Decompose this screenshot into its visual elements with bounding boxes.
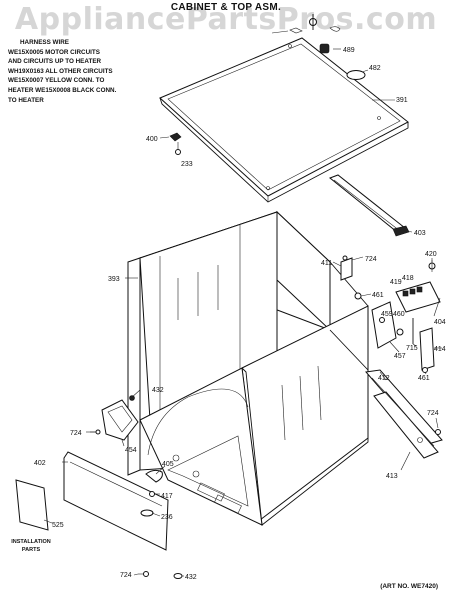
callout: 412 [378, 375, 390, 382]
callout: 724 [70, 430, 82, 437]
art-number: (ART NO. WE7420) [380, 583, 438, 590]
callout: 404 [434, 319, 446, 326]
leader-lines [43, 30, 442, 577]
callout: 461 [418, 375, 430, 382]
callout: 461 [372, 292, 384, 299]
callout: 460 [393, 311, 405, 318]
harness-note-line: TO HEATER [8, 96, 44, 104]
callout: 414 [434, 346, 446, 353]
callout: 489 [343, 47, 355, 54]
cabinet-body [127, 210, 369, 526]
harness-note-line: WE15X0005 MOTOR CIRCUITS [8, 48, 100, 56]
callout: 411 [321, 260, 332, 267]
callout: 459 [381, 311, 393, 318]
callout: 405 [162, 461, 174, 468]
callout: 715 [406, 345, 418, 352]
callout: 402 [34, 460, 46, 467]
callout: 525 [52, 522, 64, 529]
harness-note-line: WH19X0163 ALL OTHER CIRCUITS [8, 67, 113, 75]
diagram-title: CABINET & TOP ASM. [170, 2, 282, 13]
top-panel [159, 37, 409, 203]
callout: 236 [161, 514, 173, 521]
callout: 432 [185, 574, 197, 581]
callout: 400 [146, 136, 158, 143]
side-rail [365, 369, 443, 459]
installation-parts-label: INSTALLATION PARTS [11, 539, 51, 553]
callout: 454 [125, 447, 137, 454]
callout: 420 [425, 251, 437, 258]
harness-wire-note: HARNESS WIRE WE15X0005 MOTOR CIRCUITS AN… [8, 38, 178, 105]
harness-note-line: HARNESS WIRE [20, 39, 69, 46]
callout: 418 [402, 275, 414, 282]
hinge-strip [329, 174, 410, 237]
callout: 391 [396, 97, 408, 104]
callout: 417 [161, 493, 173, 500]
harness-note-line: AND CIRCUITS UP TO HEATER [8, 58, 102, 66]
callout: 724 [427, 410, 439, 417]
harness-note-line: HEATER WE15X0008 BLACK CONN. [8, 86, 117, 94]
callout-labels: 489 482 391 400 233 403 393 411 724 420 … [34, 47, 446, 581]
callout: 233 [181, 161, 193, 168]
callout: 403 [414, 230, 426, 237]
front-hardware [15, 395, 183, 579]
callout: 724 [365, 256, 377, 263]
callout: 413 [386, 473, 398, 480]
callout: 432 [152, 387, 164, 394]
harness-note-line: WE15X0007 YELLOW CONN. TO [8, 77, 105, 85]
watermark: AppliancePartsPros.com [14, 2, 438, 37]
callout: 482 [369, 65, 381, 72]
callout: 419 [390, 279, 402, 286]
control-bracket [340, 255, 441, 373]
callout: 457 [394, 353, 406, 360]
top-hardware [169, 14, 366, 155]
callout: 724 [120, 572, 132, 579]
callout: 393 [108, 276, 120, 283]
